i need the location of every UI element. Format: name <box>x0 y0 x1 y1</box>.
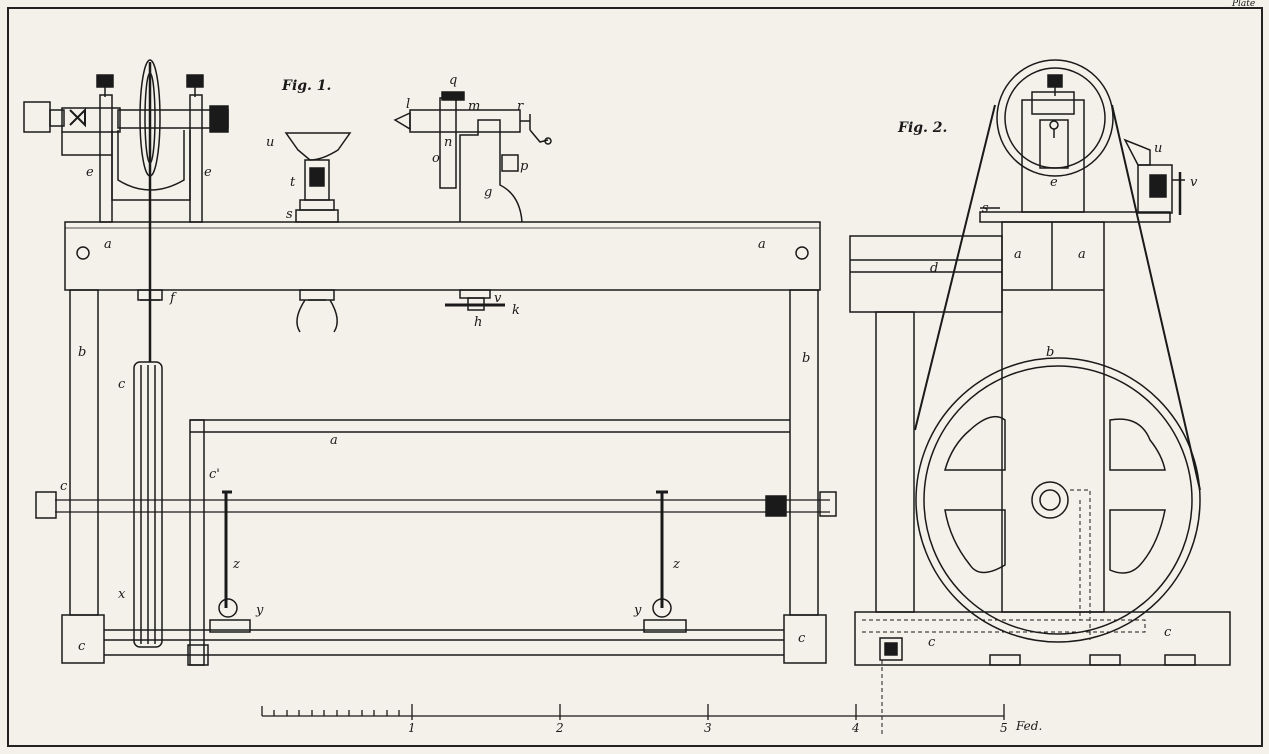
label-n: n <box>444 135 452 150</box>
label-v: v <box>494 291 502 306</box>
treadle-bar-left <box>209 619 251 633</box>
label-l: l <box>406 97 410 112</box>
scale-tick-1: 1 <box>408 721 416 735</box>
label-t: t <box>290 175 296 190</box>
label-h: h <box>474 315 482 330</box>
figure-1-lathe-front <box>23 59 837 666</box>
flywheel-edge <box>133 361 163 648</box>
flywheel-hub <box>1031 481 1069 519</box>
scale-tick-2: 2 <box>555 721 564 735</box>
flywheel <box>915 357 1201 643</box>
scale-labels: 1 2 3 4 5 Fed. <box>408 719 1042 735</box>
belt-right <box>1111 104 1201 491</box>
tool-rest-side <box>1137 164 1173 214</box>
top-pulley <box>996 59 1114 177</box>
treadle-post <box>189 419 205 666</box>
label-z: z <box>672 557 680 572</box>
foot-right <box>783 614 827 664</box>
label-e: e <box>204 165 212 180</box>
bed-bolt-right <box>795 246 809 260</box>
label-m: m <box>468 99 480 114</box>
scale-unit: Fed. <box>1015 719 1042 733</box>
label-a: a <box>1078 247 1086 262</box>
label-q: q <box>449 73 457 88</box>
label-v: v <box>1190 175 1198 190</box>
label-p: p <box>520 159 529 174</box>
label-a: a <box>104 237 112 252</box>
tailstock-quill <box>409 109 521 133</box>
spindle-pulley <box>139 59 161 177</box>
lathe-bed <box>64 221 821 291</box>
scale-bar <box>261 704 1005 720</box>
label-c-prime: c' <box>209 467 220 482</box>
label-b: b <box>802 351 810 366</box>
label-c: c <box>60 479 68 494</box>
label-f: f <box>169 291 177 306</box>
label-z: z <box>232 557 240 572</box>
figure-2-title: Fig. 2. <box>897 120 947 136</box>
side-table <box>849 235 1003 313</box>
figure-1-title: Fig. 1. <box>281 78 331 94</box>
scale-tick-3: 3 <box>704 721 712 735</box>
treadle-pivot-left <box>218 598 238 618</box>
label-c: c <box>78 639 86 654</box>
label-x: x <box>118 587 126 602</box>
scale-tick-4: 4 <box>851 721 860 735</box>
label-e: e <box>86 165 94 180</box>
label-d: d <box>930 261 938 276</box>
belt-left <box>914 104 996 431</box>
label-s: s <box>982 201 989 216</box>
label-y: y <box>255 603 264 618</box>
treadle-pivot-box <box>879 637 903 661</box>
label-b: b <box>1046 345 1054 360</box>
label-e: e <box>1050 175 1058 190</box>
treadle-bar-right <box>643 619 687 633</box>
label-a: a <box>1014 247 1022 262</box>
label-g: g <box>484 185 492 200</box>
figure-1-labels: Fig. 1. a a a b b c c c c c' e e f g h k… <box>60 73 810 654</box>
base <box>854 611 1231 666</box>
label-c: c <box>928 635 936 650</box>
figure-2-lathe-side <box>849 59 1231 735</box>
column <box>1001 221 1105 613</box>
label-s: s <box>286 207 293 222</box>
shaft-knob-left <box>35 491 57 519</box>
label-b: b <box>78 345 86 360</box>
label-o: o <box>432 151 440 166</box>
label-t: t <box>1150 185 1156 200</box>
bed-bolt-left <box>76 246 90 260</box>
figure-2-labels: Fig. 2. a a b c c d e s t u v <box>897 120 1198 650</box>
foot-left <box>61 614 105 664</box>
scale-tick-5: 5 <box>1000 721 1008 735</box>
label-y: y <box>633 603 642 618</box>
label-u: u <box>266 135 274 150</box>
label-c: c <box>118 377 126 392</box>
label-a: a <box>758 237 766 252</box>
plate-border <box>7 7 1263 747</box>
label-u: u <box>1154 141 1162 156</box>
label-r: r <box>517 99 524 114</box>
chuck <box>23 101 51 133</box>
label-c: c <box>1164 625 1172 640</box>
label-a: a <box>330 433 338 448</box>
tool-rest-top <box>284 132 352 161</box>
leg-right <box>789 289 819 616</box>
treadle-pivot-right <box>652 598 672 618</box>
corner-mark: Plate <box>1231 0 1255 9</box>
leg-left <box>69 289 99 616</box>
label-c: c <box>798 631 806 646</box>
label-k: k <box>512 303 520 318</box>
